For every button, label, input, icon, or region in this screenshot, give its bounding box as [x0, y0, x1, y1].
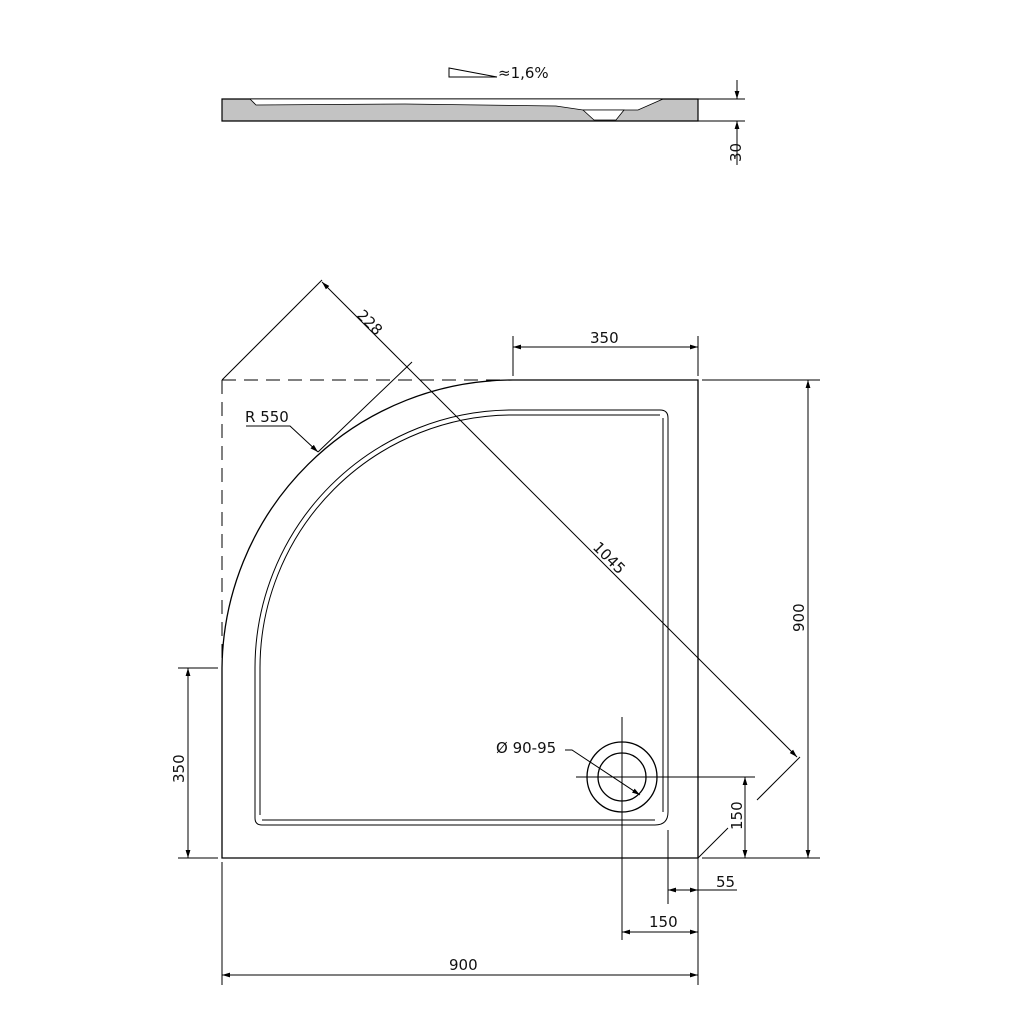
side-view: ≈1,6% 30	[221, 64, 745, 165]
plan-view: Ø 90-95 1045 228 R 550 350 900 350 150	[170, 279, 820, 985]
width-label: 900	[449, 956, 478, 974]
drain-x-label: 150	[649, 913, 678, 931]
slope-icon	[448, 67, 498, 78]
diagonal-label: 1045	[589, 538, 629, 578]
top-straight-label: 350	[590, 329, 619, 347]
rim-label: 55	[716, 873, 735, 891]
radius-label: R 550	[245, 408, 289, 426]
height-label: 30	[727, 143, 745, 162]
depth-label: 900	[790, 603, 808, 632]
drain-diameter-label: Ø 90-95	[496, 739, 556, 757]
offset-label: 228	[353, 306, 386, 339]
drain-y-label: 150	[728, 801, 746, 830]
left-straight-label: 350	[170, 754, 188, 783]
slope-label: ≈1,6%	[498, 64, 549, 82]
tray-inner-basin	[254, 409, 669, 826]
